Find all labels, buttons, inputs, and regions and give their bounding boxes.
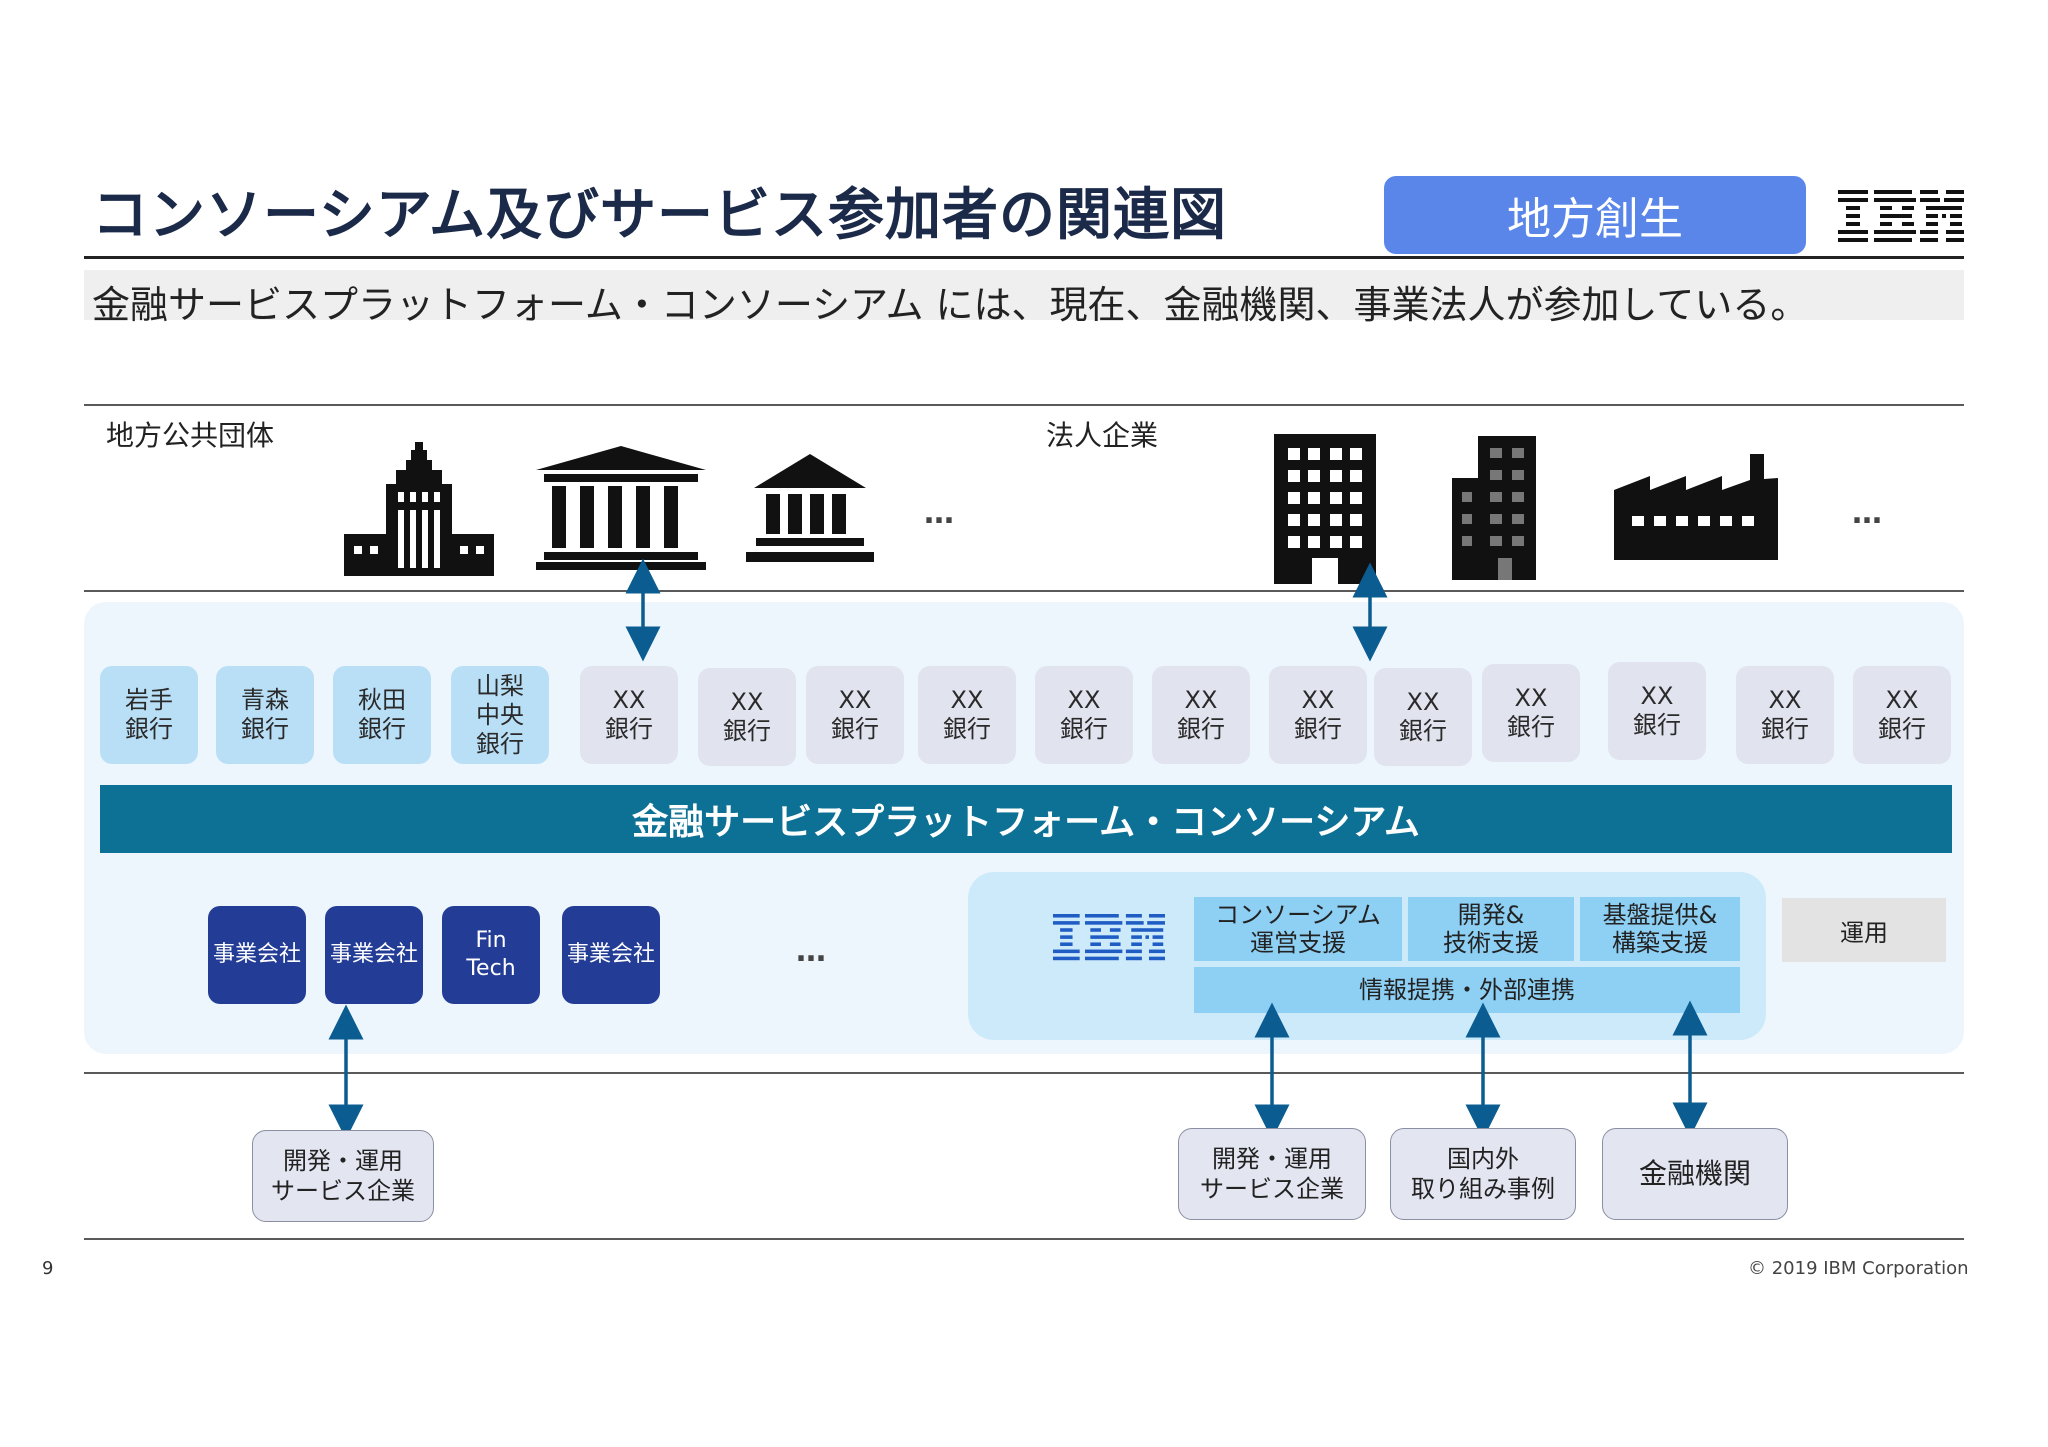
- companies-ellipsis: …: [796, 934, 834, 969]
- company-business: 事業会社: [208, 906, 306, 1004]
- section-divider: [84, 1238, 1964, 1240]
- corporate-ellipsis: …: [1852, 496, 1890, 531]
- subtitle: 金融サービスプラットフォーム・コンソーシアム には、現在、金融機関、事業法人が参…: [92, 283, 1809, 327]
- company-business: 事業会社: [562, 906, 660, 1004]
- consortium-operation-support: コンソーシアム運営支援: [1194, 897, 1402, 961]
- domestic-overseas-cases: 国内外取り組み事例: [1390, 1128, 1576, 1220]
- apartment-building-icon: [1452, 436, 1536, 580]
- ibm-logo: [1838, 190, 1964, 242]
- section-divider: [84, 404, 1964, 406]
- office-building-icon: [1274, 434, 1376, 584]
- diet-building-icon: [344, 442, 494, 576]
- operations-box: 運用: [1782, 898, 1946, 962]
- page-title: コンソーシアム及びサービス参加者の関連図: [92, 183, 1227, 248]
- factory-icon: [1614, 454, 1778, 560]
- corporate-label: 法人企業: [1046, 419, 1159, 452]
- bank-iwate: 岩手銀行: [100, 666, 198, 764]
- infrastructure-build-support: 基盤提供&構築支援: [1580, 897, 1740, 961]
- local-gov-ellipsis: …: [924, 496, 962, 531]
- section-divider: [84, 1072, 1964, 1074]
- company-business: 事業会社: [325, 906, 423, 1004]
- category-badge: 地方創生: [1384, 176, 1806, 254]
- platform-bar: 金融サービスプラットフォーム・コンソーシアム: [100, 785, 1952, 853]
- subtitle-background: [84, 270, 1964, 320]
- local-gov-label: 地方公共団体: [106, 419, 275, 452]
- ibm-logo: [1053, 914, 1165, 961]
- section-divider: [84, 590, 1964, 592]
- bank-building-icon: [746, 454, 874, 562]
- bank-yamanashi-chuo: 山梨中央銀行: [451, 666, 549, 764]
- government-building-icon: [536, 446, 706, 570]
- development-technical-support: 開発&技術支援: [1408, 897, 1574, 961]
- bank-aomori: 青森銀行: [216, 666, 314, 764]
- bank-akita: 秋田銀行: [333, 666, 431, 764]
- financial-institutions: 金融機関: [1602, 1128, 1788, 1220]
- page-number: 9: [42, 1258, 54, 1279]
- dev-ops-service-company: 開発・運用サービス企業: [252, 1130, 434, 1222]
- dev-ops-service-company: 開発・運用サービス企業: [1178, 1128, 1366, 1220]
- title-divider: [84, 256, 1964, 259]
- copyright: © 2019 IBM Corporation: [1748, 1258, 1969, 1279]
